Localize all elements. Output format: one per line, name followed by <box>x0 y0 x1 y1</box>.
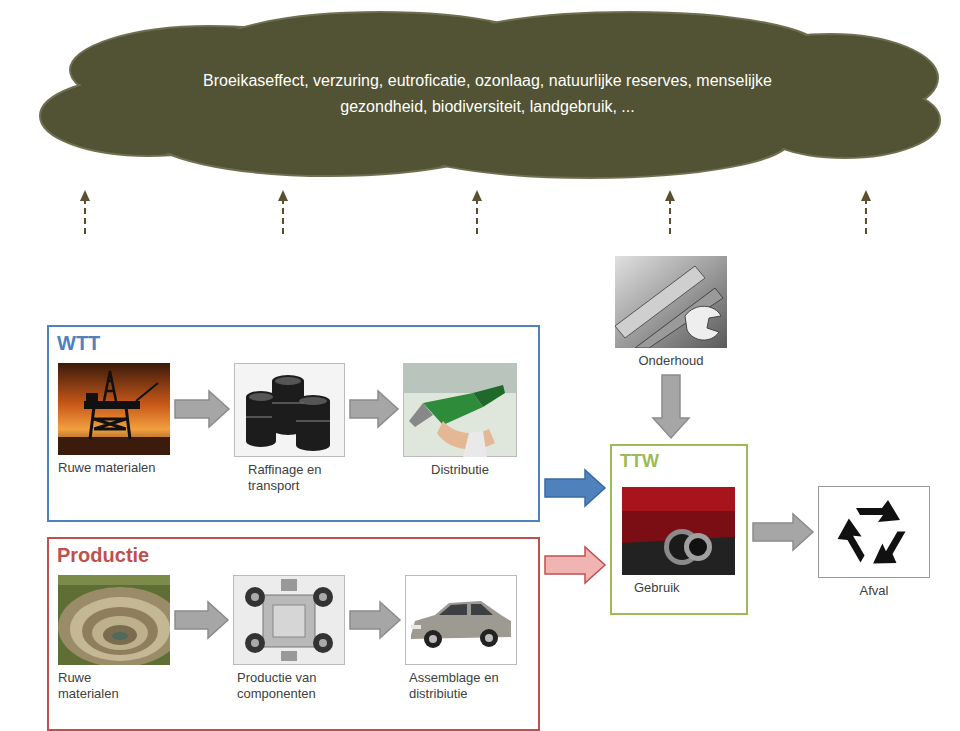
phase-title: Productie <box>57 544 149 567</box>
block-arrow <box>545 470 605 506</box>
block-arrow <box>350 391 398 427</box>
cloud-shape <box>30 8 945 180</box>
photo-step: Distributie <box>403 363 517 478</box>
impact-cloud: Broeikaseffect, verzuring, eutroficatie,… <box>30 8 945 180</box>
block-arrow <box>350 602 400 638</box>
oil-rig-photo <box>58 363 170 455</box>
mine-photo <box>58 575 170 665</box>
step-caption: Afval <box>818 583 930 599</box>
car-photo <box>405 575 517 665</box>
step-caption: Ruwe materialen <box>58 460 170 476</box>
phase-box: WTT Ruwe materialen Raffinage en transport… <box>47 325 540 522</box>
block-arrow <box>753 514 813 550</box>
photo-step: Afval <box>818 486 930 599</box>
photo-step: Ruwe materialen <box>58 363 170 476</box>
phase-title: TTW <box>620 451 659 472</box>
block-arrow <box>653 375 689 438</box>
block-arrow <box>175 391 229 427</box>
step-caption: Raffinage en transport <box>234 462 345 494</box>
step-caption: Productie van componenten <box>233 670 345 702</box>
block-arrow <box>545 547 605 583</box>
photo-step: Onderhoud <box>615 256 727 369</box>
impact-text: Broeikaseffect, verzuring, eutroficatie,… <box>193 68 783 119</box>
block-arrow <box>175 602 228 638</box>
photo-step: Assemblage en distribiutie <box>405 575 517 702</box>
phase-box: ProductieRuwe materialen Productie van co… <box>47 537 540 731</box>
tools-photo <box>615 256 727 348</box>
step-caption: Assemblage en distribiutie <box>405 670 517 702</box>
barrels-photo <box>234 363 345 457</box>
phase-title: WTT <box>57 332 100 355</box>
step-caption: Gebruik <box>622 580 735 596</box>
recycle-symbol <box>818 486 930 578</box>
photo-step: Gebruik <box>622 487 735 596</box>
photo-step: Productie van componenten <box>233 575 345 702</box>
step-caption: Distributie <box>403 462 517 478</box>
components-photo <box>233 575 345 665</box>
step-caption: Ruwe materialen <box>58 670 138 702</box>
step-caption: Onderhoud <box>615 353 727 369</box>
photo-step: Raffinage en transport <box>234 363 345 494</box>
fuel-nozzle-photo <box>403 363 517 457</box>
exhaust-photo <box>622 487 735 575</box>
phase-box: TTW Gebruik <box>610 444 748 615</box>
photo-step: Ruwe materialen <box>58 575 170 702</box>
